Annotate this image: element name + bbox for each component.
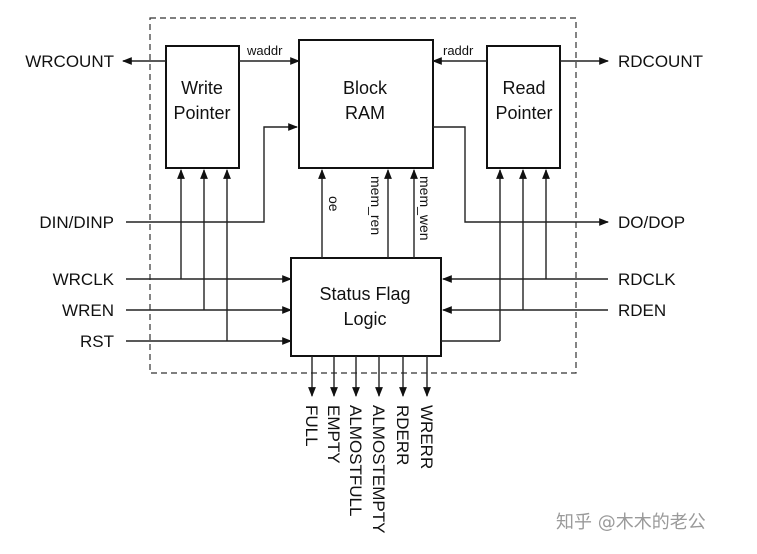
status-flag-label-1: Status Flag xyxy=(319,284,410,304)
empty-label: EMPTY xyxy=(324,405,343,464)
read-pointer-label-2: Pointer xyxy=(495,103,552,123)
status-flag-logic-block xyxy=(290,257,442,357)
wrerr-label: WRERR xyxy=(417,405,436,469)
almostfull-label: ALMOSTFULL xyxy=(346,405,365,516)
do-label: DO/DOP xyxy=(618,213,685,232)
status-flag-label-2: Logic xyxy=(343,309,386,329)
mem-wen-label: mem_wen xyxy=(417,176,433,241)
block-ram-label-1: Block xyxy=(343,78,388,98)
write-pointer-block xyxy=(165,45,240,169)
mem-ren-label: mem_ren xyxy=(368,176,384,235)
waddr-label: waddr xyxy=(246,43,283,58)
din-wire xyxy=(126,123,298,223)
read-pointer-label-1: Read xyxy=(502,78,545,98)
rst-label: RST xyxy=(80,332,114,351)
rdcount-label: RDCOUNT xyxy=(618,52,703,71)
block-ram-block xyxy=(298,39,434,169)
do-wire xyxy=(433,126,609,226)
fifo-boundary xyxy=(149,17,577,374)
watermark: 知乎 @木木的老公 xyxy=(556,512,706,533)
oe-label: oe xyxy=(326,196,342,212)
wrcount-label: WRCOUNT xyxy=(25,52,114,71)
full-label: FULL xyxy=(302,405,321,447)
raddr-label: raddr xyxy=(443,43,474,58)
wren-label: WREN xyxy=(62,301,114,320)
block-ram-label-2: RAM xyxy=(345,103,385,123)
almostempty-label: ALMOSTEMPTY xyxy=(369,405,388,533)
write-pointer-label-2: Pointer xyxy=(173,103,230,123)
din-label: DIN/DINP xyxy=(39,213,114,232)
rden-label: RDEN xyxy=(618,301,666,320)
wrclk-label: WRCLK xyxy=(53,270,115,289)
read-pointer-block xyxy=(486,45,561,169)
write-pointer-label-1: Write xyxy=(181,78,223,98)
rderr-label: RDERR xyxy=(393,405,412,465)
rdclk-label: RDCLK xyxy=(618,270,676,289)
